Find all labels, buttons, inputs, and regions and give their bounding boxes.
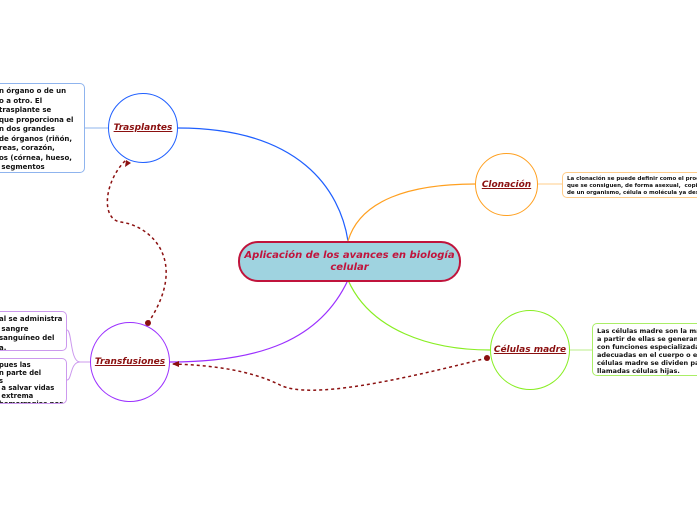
topic-transfusiones[interactable]: Transfusiones	[90, 322, 170, 402]
topic-trasplantes[interactable]: Trasplantes	[108, 93, 178, 163]
topic-clonacion[interactable]: Clonación	[475, 153, 538, 216]
note-transfusiones-1[interactable]: al se administra sangre sanguíneo del a.	[0, 311, 67, 351]
relation-trasplantes-transfusiones	[106, 159, 167, 324]
note-transfusiones-2[interactable]: pues las n parte del s a salvar vidas ex…	[0, 358, 67, 404]
note-celulas-madre[interactable]: Las células madre son la mate a partir d…	[592, 323, 697, 376]
note-clonacion[interactable]: La clonación se puede definir como el pr…	[562, 172, 697, 198]
topic-celulas-madre[interactable]: Células madre	[490, 310, 570, 390]
note-trasplantes[interactable]: n órgano o de un o a otro. El trasplante…	[0, 83, 85, 173]
central-topic[interactable]: Aplicación de los avances en biología ce…	[238, 241, 461, 282]
relation-celulas-transfusiones	[172, 357, 488, 391]
